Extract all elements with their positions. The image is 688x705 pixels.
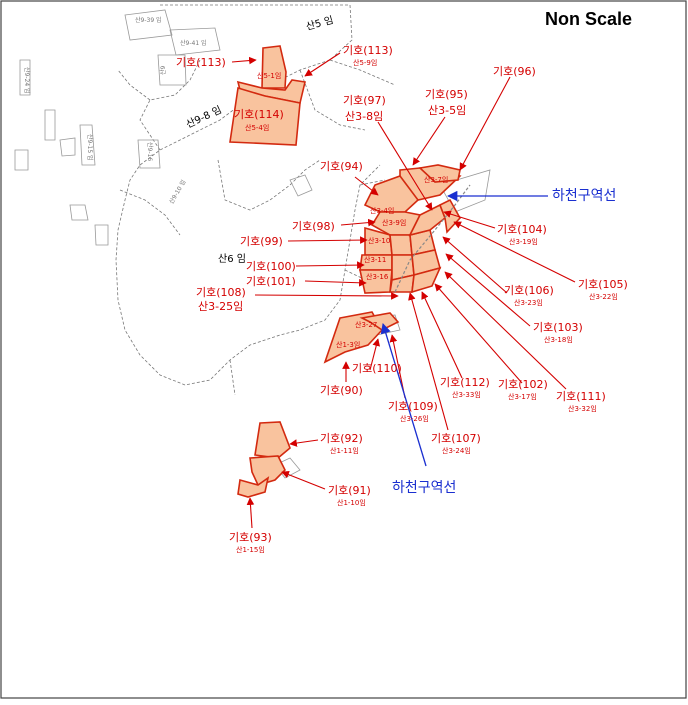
label-114: 기호(114) [234, 108, 284, 121]
parcel-sub-c[interactable] [408, 203, 446, 237]
river-line-arrows [380, 190, 548, 467]
label-105: 기호(105) [578, 278, 628, 291]
label-108: 기호(108) [196, 286, 246, 299]
label-93: 기호(93) [229, 531, 272, 544]
label-95-sub: 산3-5임 [428, 104, 466, 117]
label-109: 기호(109) [388, 400, 438, 413]
label-108-sub: 산3-25임 [198, 300, 243, 313]
label-92: 기호(92) [320, 432, 363, 445]
river-line-label-2: 하천구역선 [392, 480, 456, 496]
label-109-sub: 산3-26임 [400, 414, 429, 423]
inner-san3-10: 산3-10 [368, 236, 390, 245]
label-san5: 산5 임 [304, 13, 334, 33]
label-112: 기호(112) [440, 376, 490, 389]
label-113a: 기호(113) [176, 56, 226, 69]
label-103: 기호(103) [533, 321, 583, 334]
parcels-113-114 [229, 45, 306, 146]
inner-san3-27: 산3-27 [355, 320, 377, 329]
map-title: Non Scale [545, 9, 632, 29]
parcels-110-90 [323, 311, 400, 364]
label-102: 기호(102) [498, 378, 548, 391]
svg-text:산9-41 임: 산9-41 임 [180, 39, 207, 47]
label-113b-sub: 산5-9임 [353, 58, 377, 67]
label-103-sub: 산3-18임 [544, 335, 573, 344]
parcel-93[interactable] [237, 476, 270, 498]
leader-arrows [231, 52, 576, 529]
label-90: 기호(90) [320, 384, 363, 397]
label-111-sub: 산3-32임 [568, 404, 597, 413]
label-105-sub: 산3-22임 [589, 292, 618, 301]
parcel-114[interactable] [229, 86, 301, 146]
label-san6: 산6 임 [218, 252, 246, 265]
label-104: 기호(104) [497, 223, 547, 236]
label-96: 기호(96) [493, 65, 536, 78]
label-106: 기호(106) [504, 284, 554, 297]
inner-san3-7: 산3-7임 [424, 175, 448, 184]
inner-san3-11: 산3-11 [364, 255, 386, 264]
parcel-san1-3[interactable] [323, 311, 383, 364]
inner-san3-4: 산3-4임 [370, 206, 394, 215]
label-113b: 기호(113) [343, 44, 393, 57]
svg-text:산9: 산9 [159, 65, 167, 75]
label-106-sub: 산3-23임 [514, 298, 543, 307]
svg-text:산9-39 임: 산9-39 임 [135, 16, 162, 24]
parcel-sub-a[interactable] [389, 234, 413, 256]
label-101: 기호(101) [246, 275, 296, 288]
svg-text:산9-10 임: 산9-10 임 [167, 178, 187, 205]
svg-text:산9-16: 산9-16 [146, 142, 154, 161]
inner-san3-9: 산3-9임 [382, 218, 406, 227]
label-110: 기호(110) [352, 362, 402, 375]
label-91: 기호(91) [328, 484, 371, 497]
label-92-sub: 산1-11임 [330, 446, 359, 455]
label-san9-8: 산9-8 임 [184, 103, 224, 131]
parcel-sub-h[interactable] [411, 266, 442, 294]
parcel-91[interactable] [249, 455, 286, 486]
svg-text:산9-24 임: 산9-24 임 [23, 67, 31, 94]
label-107-sub: 산3-24임 [442, 446, 471, 455]
label-97-sub: 산3-8임 [345, 110, 383, 123]
parcels-91-93 [237, 421, 291, 498]
label-99: 기호(99) [240, 235, 283, 248]
label-114-sub: 산5-4임 [245, 123, 269, 132]
label-100: 기호(100) [246, 260, 296, 273]
inner-san5-1: 산5-1임 [257, 71, 281, 80]
label-91-sub: 산1-10임 [337, 498, 366, 507]
label-107: 기호(107) [431, 432, 481, 445]
inner-san3-16: 산3-16 [366, 272, 389, 281]
label-95: 기호(95) [425, 88, 468, 101]
river-line-label-1: 하천구역선 [552, 188, 616, 204]
label-94: 기호(94) [320, 160, 363, 173]
svg-text:산9-15 임: 산9-15 임 [86, 134, 94, 161]
label-111: 기호(111) [556, 390, 606, 403]
parcel-san5-1[interactable] [261, 45, 287, 89]
inner-san1-3: 산1-3임 [336, 340, 360, 349]
parcel-labels: 기호(113) 기호(113) 산5-9임 기호(114) 산5-4임 기호(9… [176, 44, 628, 554]
parcel-92[interactable] [254, 421, 291, 459]
label-93-sub: 산1-15임 [236, 545, 265, 554]
label-112-sub: 산3-33임 [452, 390, 481, 399]
parcel-96[interactable] [418, 164, 461, 183]
label-102-sub: 산3-17임 [508, 392, 537, 401]
label-98: 기호(98) [292, 220, 335, 233]
label-97: 기호(97) [343, 94, 386, 107]
label-104-sub: 산3-19임 [509, 237, 538, 246]
